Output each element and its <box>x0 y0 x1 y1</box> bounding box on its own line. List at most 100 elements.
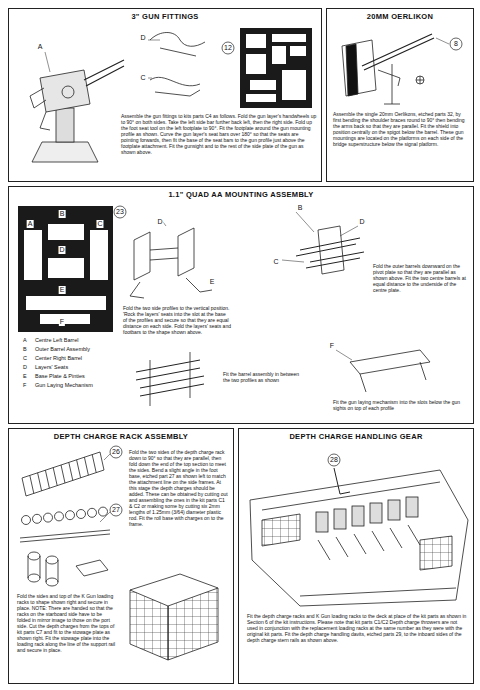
quad-mount-illustration <box>136 360 204 396</box>
depth-charge-rack <box>30 455 96 494</box>
callout-number: 12 <box>223 44 233 52</box>
quad-mount-illustration <box>150 248 178 260</box>
etch-fret <box>246 34 306 102</box>
instruction-text: Fold the two sides of the depth charge r… <box>129 449 229 527</box>
ship-stern <box>420 536 452 570</box>
key-letter: E <box>22 372 28 380</box>
callout-letter: F <box>329 342 335 350</box>
callout-letter: B <box>59 210 66 218</box>
instruction-text: Fold the two side profiles to the vertic… <box>123 305 231 335</box>
etch-fret <box>272 34 306 42</box>
ship-stern <box>334 468 350 494</box>
depth-charge-rack <box>44 513 53 522</box>
depth-charge-rack <box>61 465 65 483</box>
quad-mount-illustration <box>130 290 212 298</box>
part-name: Outer Barrel Assembly <box>34 345 91 353</box>
callout-number: 27 <box>111 506 121 514</box>
etch-fret <box>24 224 108 324</box>
callout-letter: C <box>96 220 103 228</box>
callout-letter: D <box>156 218 163 226</box>
callout-number: 28 <box>329 456 339 464</box>
etch-fret <box>246 54 266 74</box>
oerlikon-illustration <box>436 38 449 44</box>
etch-fret <box>246 34 266 48</box>
instruction-text: Fit the barrel assembly in between the t… <box>223 371 303 383</box>
loading-rack <box>76 560 108 576</box>
gun-part <box>148 33 205 97</box>
callout-letter: E <box>59 286 66 294</box>
gun-illustration <box>30 52 124 162</box>
ship-stern <box>352 506 364 526</box>
panel-heading: DEPTH CHARGE HANDLING GEAR <box>239 432 473 441</box>
instruction-text: Fold the outer barrels downward on the p… <box>373 263 469 293</box>
gun-part <box>150 77 200 85</box>
ship-stern <box>336 537 348 557</box>
etch-fret <box>90 230 108 280</box>
ship-stern <box>262 482 456 596</box>
depth-charge-rack <box>84 457 88 475</box>
panel-heading: DEPTH CHARGE RACK ASSEMBLY <box>9 432 233 441</box>
depth-charge-rack <box>22 452 104 496</box>
ship-stern <box>390 528 402 548</box>
gun-illustration <box>62 86 74 98</box>
depth-charge-rack <box>66 511 75 520</box>
callout-circle <box>110 504 122 516</box>
depth-charge-rack <box>22 516 31 525</box>
etch-fret <box>48 224 84 240</box>
etch-fret <box>240 28 312 108</box>
ship-stern <box>388 500 400 520</box>
ship-stern <box>406 497 418 517</box>
callout-circle <box>450 38 462 50</box>
part-name: Layers' Seats <box>34 363 69 371</box>
callout-circle <box>114 206 126 218</box>
callout-number: 8 <box>453 40 459 48</box>
etch-fret <box>18 206 113 332</box>
quad-mount-illustration <box>130 278 200 296</box>
ship-stern <box>334 509 346 529</box>
quad-mount-illustration <box>134 232 150 280</box>
etch-fret <box>246 94 276 102</box>
part-name: Center Right Barrel <box>34 354 83 362</box>
panel-heading: 1.1" QUAD AA MOUNTING ASSEMBLY <box>9 190 473 199</box>
instruction-panel: 20MM OERLIKONAssemble the single 20mm Oe… <box>326 8 474 182</box>
loading-rack <box>46 578 58 586</box>
depth-charge-rack <box>92 455 96 473</box>
instruction-text: Assemble the gun fittings to kits parts … <box>121 113 317 155</box>
etch-fret <box>250 80 276 90</box>
oerlikon-illustration <box>362 34 434 70</box>
gun-part <box>160 48 196 56</box>
loading-rack <box>130 590 168 660</box>
instruction-text: Fold the sides and top of the K Gun load… <box>17 593 117 653</box>
ship-stern <box>262 514 300 546</box>
gun-illustration <box>30 88 46 108</box>
callout-letter: B <box>297 204 304 212</box>
depth-charge-rack <box>55 512 64 521</box>
callout-letter: F <box>59 318 65 326</box>
quad-mount-illustration <box>296 238 364 268</box>
gun-illustration <box>84 60 124 86</box>
instruction-text: Fit the gun laying mechanism into the sl… <box>333 399 469 411</box>
callout-circle <box>110 446 122 458</box>
depth-charge-rack <box>38 473 42 491</box>
part-name: Base Plate & Pinties <box>34 372 86 380</box>
gun-illustration <box>45 52 50 72</box>
instruction-panel: DEPTH CHARGE RACK ASSEMBLY Fold the two s… <box>8 428 234 684</box>
panel-heading: 20MM OERLIKON <box>327 12 473 21</box>
quad-mount-illustration <box>350 350 430 374</box>
depth-charge-rack <box>69 462 73 480</box>
oerlikon-illustration <box>346 44 358 96</box>
depth-charge-rack <box>100 454 110 522</box>
oerlikon-illustration <box>384 64 400 104</box>
instruction-panel: 3" GUN FITTINGSAssemble the gun fittings… <box>8 8 322 182</box>
quad-mount-illustration <box>360 362 426 392</box>
etch-fret <box>272 46 286 64</box>
instruction-text: Fit the depth charge racks and K Gun loa… <box>247 613 467 643</box>
callout-letter: E <box>209 278 216 286</box>
callout-letter: D <box>58 246 65 254</box>
ship-stern <box>370 503 382 523</box>
quad-mount-illustration <box>150 352 190 406</box>
oerlikon-illustration <box>416 76 424 84</box>
callout-number: 23 <box>115 208 125 216</box>
quad-mount-illustration <box>336 350 352 360</box>
depth-charge-rack <box>88 508 97 517</box>
